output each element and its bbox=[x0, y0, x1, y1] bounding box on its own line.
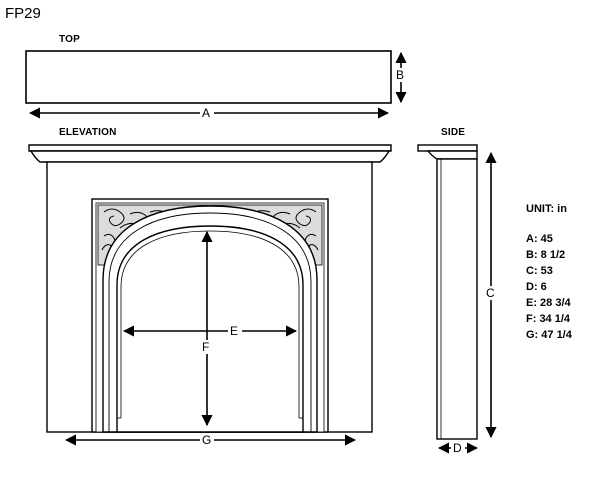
side-body bbox=[436, 158, 478, 440]
mantel-shelf bbox=[28, 144, 392, 152]
spec-c: C: 53 bbox=[526, 265, 553, 277]
arch-inner-line bbox=[108, 212, 312, 432]
dimension-e-label: E bbox=[230, 324, 239, 338]
top-view bbox=[25, 50, 407, 119]
model-number: FP29 bbox=[5, 5, 41, 22]
mantel-cornice bbox=[29, 150, 391, 163]
top-view-outline bbox=[25, 50, 392, 104]
unit-label: UNIT: in bbox=[526, 203, 567, 215]
dimension-a-label: A bbox=[202, 106, 211, 120]
spec-e: E: 28 3/4 bbox=[526, 297, 571, 309]
side-cornice bbox=[426, 150, 478, 160]
dimension-letter-backgrounds bbox=[200, 68, 497, 455]
spec-d: D: 6 bbox=[526, 281, 547, 293]
spec-a: A: 45 bbox=[526, 233, 553, 245]
spec-b: B: 8 1/2 bbox=[526, 249, 566, 261]
dimension-d-label: D bbox=[453, 441, 462, 455]
side-shelf bbox=[417, 144, 478, 152]
spec-g: G: 47 1/4 bbox=[526, 329, 572, 341]
dimension-c-label: C bbox=[486, 286, 495, 300]
side-view bbox=[417, 144, 478, 440]
elevation-view-label: ELEVATION bbox=[59, 127, 117, 138]
dimension-f-label: F bbox=[202, 340, 210, 354]
top-view-label: TOP bbox=[59, 34, 80, 45]
dimension-b-label: B bbox=[396, 68, 405, 82]
spec-f: F: 34 1/4 bbox=[526, 313, 571, 325]
side-view-label: SIDE bbox=[441, 127, 466, 138]
dimension-g-label: G bbox=[202, 433, 212, 447]
arch-opening bbox=[116, 225, 304, 433]
elevation-view bbox=[28, 144, 392, 433]
